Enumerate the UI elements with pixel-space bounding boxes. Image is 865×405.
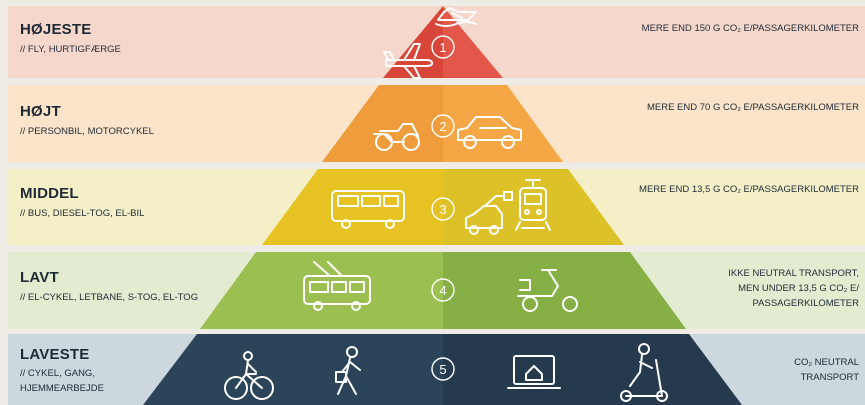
level-1-emission: MERE END 150 G CO₂ E/PASSAGERKILOMETER [642, 21, 859, 36]
kick-scooter-icon [620, 343, 668, 402]
level-5-subtitle: // CYKEL, GANG, HJEMMEARBEJDE [20, 366, 104, 396]
speedboat-icon [435, 7, 477, 27]
level-5-emission: CO₂ NEUTRAL TRANSPORT [794, 355, 859, 385]
level-5-number-circle [431, 357, 455, 381]
level-5-subtitle-line-1: // CYKEL, GANG, [20, 368, 95, 379]
level-1-title: HØJESTE [20, 21, 92, 38]
level-4-number-circle [431, 278, 455, 302]
level-2-subtitle: // PERSONBIL, MOTORCYKEL [20, 126, 154, 137]
trolleybus-icon [303, 261, 371, 311]
motorcycle-icon [373, 123, 420, 151]
level-5-title: LAVESTE [20, 346, 90, 363]
level-2-number-circle [431, 114, 455, 138]
level-5-subtitle-line-2: HJEMMEARBEJDE [20, 383, 104, 394]
level-5-number: 5 [439, 362, 446, 377]
walking-person-icon [335, 346, 361, 395]
level-4-title: LAVT [20, 269, 59, 286]
level-3-subtitle: // BUS, DIESEL-TOG, EL-BIL [20, 208, 145, 219]
level-3-title: MIDDEL [20, 185, 79, 202]
level-3-number: 3 [439, 202, 446, 217]
home-office-icon [507, 355, 561, 389]
train-icon [515, 179, 551, 231]
car-icon [457, 116, 522, 149]
pyramid-level-2 [322, 85, 563, 162]
bus-icon [331, 190, 405, 229]
level-4-emission-line-3: PASSAGERKILOMETER [752, 298, 859, 309]
pyramid-level-4 [200, 252, 686, 329]
electric-car-icon [465, 191, 513, 235]
level-3-emission: MERE END 13,5 G CO₂ E/PASSAGERKILOMETER [639, 182, 859, 197]
airplane-icon [383, 43, 433, 79]
level-3-emission-line-1: MERE END 13,5 G CO₂ E/PASSAGERKILOMETER [639, 184, 859, 195]
level-4-subtitle: // EL-CYKEL, LETBANE, S-TOG, EL-TOG [20, 292, 199, 303]
electric-scooter-icon [517, 269, 578, 312]
level-2-emission: MERE END 70 G CO₂ E/PASSAGERKILOMETER [647, 100, 859, 115]
level-4-emission: IKKE NEUTRAL TRANSPORT, MEN UNDER 13,5 G… [728, 266, 859, 311]
bicycle-icon [224, 351, 274, 400]
level-4-number: 4 [439, 283, 446, 298]
level-2-title: HØJT [20, 103, 61, 120]
level-4-emission-line-1: IKKE NEUTRAL TRANSPORT, [728, 268, 859, 279]
level-4-emission-line-2: MEN UNDER 13,5 G CO₂ E/ [738, 283, 859, 294]
level-1-number-circle [431, 35, 455, 59]
level-1-emission-line-1: MERE END 150 G CO₂ E/PASSAGERKILOMETER [641, 23, 859, 34]
level-3-number-circle [431, 197, 455, 221]
level-2-emission-line-1: MERE END 70 G CO₂ E/PASSAGERKILOMETER [646, 102, 859, 113]
level-2-number: 2 [439, 119, 446, 134]
level-1-subtitle: // FLY, HURTIGFÆRGE [20, 44, 121, 55]
level-5-emission-line-2: TRANSPORT [800, 372, 859, 383]
level-1-number: 1 [439, 40, 446, 55]
level-5-emission-line-1: CO₂ NEUTRAL [794, 357, 859, 368]
